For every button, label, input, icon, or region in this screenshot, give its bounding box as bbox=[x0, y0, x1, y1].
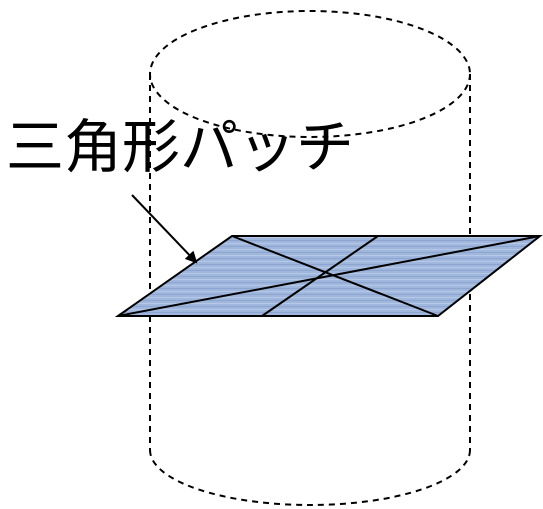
label-arrow bbox=[131, 194, 198, 264]
patch-label: 三角形パッチ bbox=[6, 113, 355, 181]
cylinder-bottom-arc bbox=[149, 449, 471, 506]
patch-diagonal-short bbox=[231, 235, 439, 317]
patch-mid-line bbox=[261, 235, 379, 317]
patch-diagonal-long bbox=[117, 235, 541, 317]
